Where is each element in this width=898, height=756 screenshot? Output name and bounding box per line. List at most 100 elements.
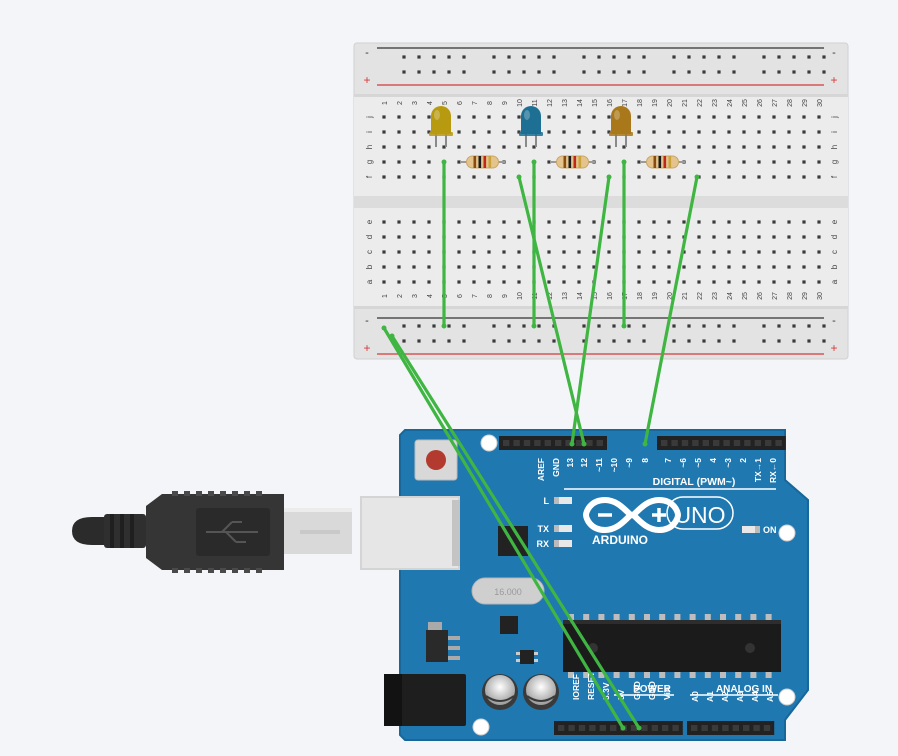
breadboard-hole[interactable] bbox=[772, 130, 776, 134]
breadboard-hole[interactable] bbox=[502, 130, 506, 134]
breadboard-hole[interactable] bbox=[592, 235, 596, 239]
breadboard-hole[interactable] bbox=[577, 115, 581, 119]
breadboard-hole[interactable] bbox=[517, 235, 521, 239]
breadboard-hole[interactable] bbox=[397, 280, 401, 284]
breadboard-hole[interactable] bbox=[697, 115, 701, 119]
breadboard-hole[interactable] bbox=[727, 175, 731, 179]
breadboard-hole[interactable] bbox=[742, 250, 746, 254]
rail-hole[interactable] bbox=[672, 339, 676, 343]
breadboard-hole[interactable] bbox=[652, 130, 656, 134]
breadboard-hole[interactable] bbox=[592, 220, 596, 224]
breadboard-hole[interactable] bbox=[727, 235, 731, 239]
rail-hole[interactable] bbox=[702, 70, 706, 74]
digital-pin-socket[interactable] bbox=[713, 440, 720, 446]
breadboard-hole[interactable] bbox=[727, 280, 731, 284]
rail-hole[interactable] bbox=[627, 339, 631, 343]
breadboard-hole[interactable] bbox=[802, 115, 806, 119]
breadboard-hole[interactable] bbox=[667, 280, 671, 284]
rail-hole[interactable] bbox=[402, 70, 406, 74]
digital-pin-socket[interactable] bbox=[661, 440, 668, 446]
power-pin-socket[interactable] bbox=[610, 725, 617, 731]
rail-hole[interactable] bbox=[462, 324, 466, 328]
rail-hole[interactable] bbox=[807, 55, 811, 59]
breadboard-hole[interactable] bbox=[802, 235, 806, 239]
breadboard-hole[interactable] bbox=[817, 175, 821, 179]
rail-hole[interactable] bbox=[777, 70, 781, 74]
breadboard-hole[interactable] bbox=[412, 250, 416, 254]
power-pin-socket[interactable] bbox=[589, 725, 596, 731]
breadboard-hole[interactable] bbox=[382, 175, 386, 179]
breadboard-hole[interactable] bbox=[772, 250, 776, 254]
breadboard-hole[interactable] bbox=[637, 250, 641, 254]
breadboard-hole[interactable] bbox=[382, 235, 386, 239]
breadboard-hole[interactable] bbox=[757, 280, 761, 284]
breadboard-hole[interactable] bbox=[772, 160, 776, 164]
breadboard-hole[interactable] bbox=[457, 250, 461, 254]
rail-hole[interactable] bbox=[597, 339, 601, 343]
breadboard-hole[interactable] bbox=[637, 145, 641, 149]
breadboard-hole[interactable] bbox=[697, 265, 701, 269]
breadboard-hole[interactable] bbox=[727, 115, 731, 119]
digital-pin-socket[interactable] bbox=[671, 440, 678, 446]
breadboard-hole[interactable] bbox=[742, 235, 746, 239]
rail-hole[interactable] bbox=[552, 339, 556, 343]
digital-pin-header[interactable] bbox=[499, 436, 786, 450]
rail-hole[interactable] bbox=[822, 324, 826, 328]
breadboard-hole[interactable] bbox=[502, 220, 506, 224]
digital-pin-socket[interactable] bbox=[544, 440, 551, 446]
breadboard-hole[interactable] bbox=[412, 145, 416, 149]
breadboard-hole[interactable] bbox=[472, 235, 476, 239]
breadboard-hole[interactable] bbox=[802, 145, 806, 149]
rail-hole[interactable] bbox=[627, 55, 631, 59]
rail-hole[interactable] bbox=[492, 339, 496, 343]
rail-hole[interactable] bbox=[417, 324, 421, 328]
breadboard-hole[interactable] bbox=[592, 250, 596, 254]
breadboard-hole[interactable] bbox=[517, 115, 521, 119]
rail-hole[interactable] bbox=[507, 55, 511, 59]
rail-hole[interactable] bbox=[552, 55, 556, 59]
breadboard-hole[interactable] bbox=[547, 235, 551, 239]
breadboard-hole[interactable] bbox=[757, 160, 761, 164]
analog-pin-header[interactable] bbox=[687, 721, 775, 735]
rail-hole[interactable] bbox=[687, 324, 691, 328]
breadboard-hole[interactable] bbox=[457, 235, 461, 239]
rail-hole[interactable] bbox=[807, 339, 811, 343]
rail-hole[interactable] bbox=[582, 324, 586, 328]
rail-hole[interactable] bbox=[432, 70, 436, 74]
rail-hole[interactable] bbox=[402, 55, 406, 59]
rail-hole[interactable] bbox=[507, 70, 511, 74]
rail-hole[interactable] bbox=[552, 70, 556, 74]
breadboard-hole[interactable] bbox=[562, 175, 566, 179]
jumper-wire[interactable] bbox=[517, 175, 586, 446]
breadboard-hole[interactable] bbox=[757, 235, 761, 239]
breadboard-hole[interactable] bbox=[817, 115, 821, 119]
breadboard-hole[interactable] bbox=[712, 160, 716, 164]
rail-hole[interactable] bbox=[717, 324, 721, 328]
rail-hole[interactable] bbox=[417, 55, 421, 59]
breadboard-hole[interactable] bbox=[607, 235, 611, 239]
wires[interactable] bbox=[381, 159, 700, 731]
resistor[interactable] bbox=[460, 155, 505, 169]
breadboard-hole[interactable] bbox=[517, 145, 521, 149]
breadboard-hole[interactable] bbox=[712, 280, 716, 284]
power-pin-socket[interactable] bbox=[641, 725, 648, 731]
breadboard-hole[interactable] bbox=[712, 250, 716, 254]
breadboard-hole[interactable] bbox=[682, 115, 686, 119]
rail-hole[interactable] bbox=[492, 70, 496, 74]
breadboard-hole[interactable] bbox=[697, 220, 701, 224]
rail-hole[interactable] bbox=[447, 339, 451, 343]
breadboard-hole[interactable] bbox=[817, 220, 821, 224]
breadboard-hole[interactable] bbox=[517, 280, 521, 284]
breadboard-hole[interactable] bbox=[427, 145, 431, 149]
rail-hole[interactable] bbox=[612, 339, 616, 343]
breadboard-hole[interactable] bbox=[802, 220, 806, 224]
rail-hole[interactable] bbox=[492, 324, 496, 328]
breadboard-hole[interactable] bbox=[607, 280, 611, 284]
analog-pin-socket[interactable] bbox=[763, 725, 771, 731]
breadboard-hole[interactable] bbox=[652, 175, 656, 179]
breadboard-hole[interactable] bbox=[532, 145, 536, 149]
breadboard-hole[interactable] bbox=[397, 115, 401, 119]
breadboard-hole[interactable] bbox=[742, 220, 746, 224]
breadboard-hole[interactable] bbox=[622, 145, 626, 149]
breadboard-hole[interactable] bbox=[787, 265, 791, 269]
